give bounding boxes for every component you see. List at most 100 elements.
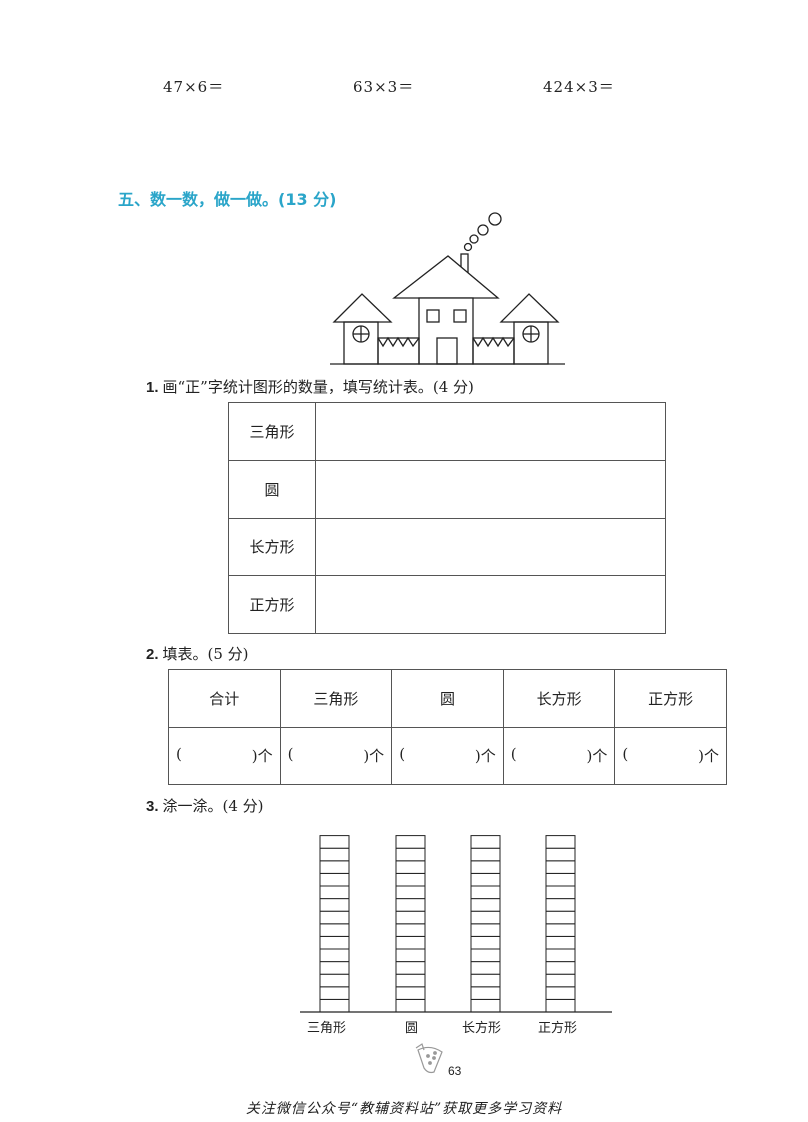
count-header-triangle: 三角形	[279, 669, 393, 728]
bar-cell[interactable]	[395, 998, 426, 1013]
bar-cell[interactable]	[319, 923, 350, 937]
tally-cell-square[interactable]	[315, 575, 666, 634]
bar-cell[interactable]	[470, 973, 501, 988]
blank-close: )个	[586, 747, 608, 766]
bar-cell[interactable]	[470, 986, 501, 1000]
bar-cell[interactable]	[395, 885, 426, 900]
tally-label-circle: 圆	[228, 459, 316, 519]
bar-label-square: 正方形	[538, 1021, 578, 1036]
bar-cell[interactable]	[470, 998, 501, 1013]
count-header-circle: 圆	[391, 669, 504, 728]
tally-label-square: 正方形	[228, 575, 316, 634]
bar-cell[interactable]	[319, 898, 350, 912]
bar-cell[interactable]	[470, 923, 501, 937]
bar-cell[interactable]	[395, 872, 426, 887]
calc-2: 63×3＝	[353, 78, 415, 96]
bar-cell[interactable]	[470, 935, 501, 950]
count-cell-total[interactable]: ( )个	[168, 726, 281, 785]
bar-cell[interactable]	[545, 898, 576, 912]
table-row: 圆	[228, 459, 666, 519]
bar-cell[interactable]	[470, 910, 501, 925]
bar-cell[interactable]	[395, 898, 426, 912]
bar-cell[interactable]	[545, 885, 576, 900]
section-title: 五、数一数，做一做。(13 分)	[118, 190, 337, 209]
bar-cell[interactable]	[545, 935, 576, 950]
bar-cell[interactable]	[395, 847, 426, 862]
bar-cell[interactable]	[319, 885, 350, 900]
blank-close: )个	[251, 747, 273, 766]
bar-cell[interactable]	[395, 923, 426, 937]
bar-cell[interactable]	[470, 847, 501, 862]
bar-cell[interactable]	[470, 898, 501, 912]
bar-cell[interactable]	[319, 973, 350, 988]
bar-label-rectangle: 长方形	[462, 1021, 502, 1036]
bar-cell[interactable]	[319, 948, 350, 963]
bar-cell[interactable]	[545, 998, 576, 1013]
bar-cell[interactable]	[545, 860, 576, 874]
bar-cell[interactable]	[545, 847, 576, 862]
bar-cell[interactable]	[545, 923, 576, 937]
tally-cell-triangle[interactable]	[315, 402, 666, 461]
count-cell-rectangle[interactable]: ( )个	[502, 726, 616, 785]
house-figure	[330, 212, 565, 365]
bar-column-circle	[395, 835, 426, 1013]
count-cell-circle[interactable]: ()个	[391, 726, 504, 785]
bar-cell[interactable]	[545, 948, 576, 963]
bar-label-circle: 圆	[405, 1021, 419, 1036]
bar-label-triangle: 三角形	[307, 1021, 347, 1036]
bar-cell[interactable]	[395, 935, 426, 950]
table-row: 合计 三角形 圆 长方形 正方形	[168, 669, 727, 728]
bar-cell[interactable]	[395, 948, 426, 963]
table-row: 三角形	[228, 402, 666, 461]
bar-cell[interactable]	[470, 961, 501, 975]
tally-cell-circle[interactable]	[315, 459, 666, 519]
bar-column-rectangle	[470, 835, 501, 1013]
bar-cell[interactable]	[545, 835, 576, 849]
bar-cell[interactable]	[545, 973, 576, 988]
bar-cell[interactable]	[319, 847, 350, 862]
bar-cell[interactable]	[470, 835, 501, 849]
bar-cell[interactable]	[319, 961, 350, 975]
bar-cell[interactable]	[545, 872, 576, 887]
bar-cell[interactable]	[395, 986, 426, 1000]
bar-cell[interactable]	[470, 872, 501, 887]
bar-column-triangle	[319, 835, 350, 1013]
bar-cell[interactable]	[470, 948, 501, 963]
bar-cell[interactable]	[470, 885, 501, 900]
tally-label-triangle: 三角形	[228, 402, 316, 461]
bar-cell[interactable]	[319, 986, 350, 1000]
blank-open: (	[510, 745, 517, 764]
blank-open: (	[176, 745, 182, 764]
bar-cell[interactable]	[545, 910, 576, 925]
bar-cell[interactable]	[319, 935, 350, 950]
tally-table: 三角形 圆 长方形 正方形	[228, 402, 666, 634]
question-1-number: 1.	[146, 379, 159, 396]
count-cell-triangle[interactable]: ()个	[279, 726, 393, 785]
bar-cell[interactable]	[545, 986, 576, 1000]
question-1-text: 画“正”字统计图形的数量，填写统计表。(4 分)	[162, 378, 474, 396]
question-2-number: 2.	[146, 646, 159, 663]
bar-cell[interactable]	[470, 860, 501, 874]
bar-cell[interactable]	[319, 872, 350, 887]
calc-3: 424×3＝	[543, 78, 615, 96]
bar-cell[interactable]	[395, 973, 426, 988]
bar-cell[interactable]	[319, 835, 350, 849]
bar-cell[interactable]	[319, 860, 350, 874]
count-cell-square[interactable]: ()个	[614, 726, 727, 785]
bar-cell[interactable]	[395, 835, 426, 849]
bar-cell[interactable]	[319, 998, 350, 1013]
blank-open: (	[622, 745, 629, 764]
bar-cell[interactable]	[395, 910, 426, 925]
bar-cell[interactable]	[395, 961, 426, 975]
question-1-title: 1.画“正”字统计图形的数量，填写统计表。(4 分)	[146, 376, 474, 397]
count-header-rectangle: 长方形	[502, 669, 616, 728]
count-header-square: 正方形	[614, 669, 727, 728]
bar-cell[interactable]	[395, 860, 426, 874]
tally-cell-rectangle[interactable]	[315, 517, 666, 577]
tally-label-rectangle: 长方形	[228, 517, 316, 577]
page-number: 63	[448, 1064, 462, 1078]
coloring-bar-grid	[300, 835, 612, 1013]
bar-cell[interactable]	[319, 910, 350, 925]
bar-cell[interactable]	[545, 961, 576, 975]
count-header-total: 合计	[168, 669, 281, 728]
